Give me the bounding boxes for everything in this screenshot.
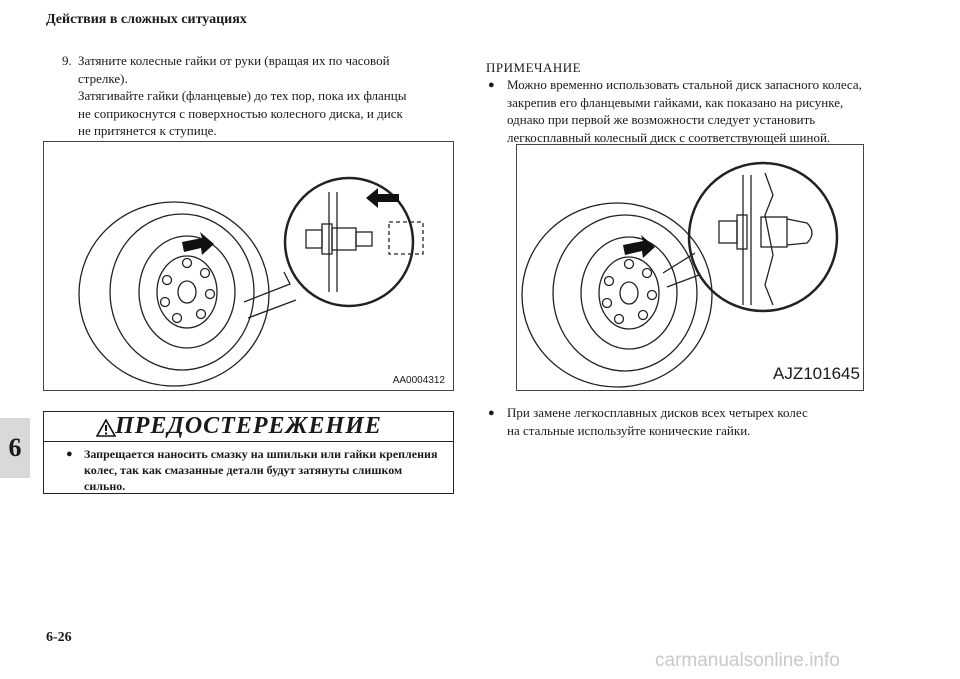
note-line: на стальные используйте конические гайки… [507, 422, 751, 438]
step-number: 9. [62, 53, 72, 68]
warning-line: Запрещается наносить смазку на шпильки и… [84, 447, 438, 461]
step-9: 9. Затяните колесные гайки от руки (вращ… [62, 52, 462, 140]
figure-wheel-flange-nut: AA0004312 [43, 141, 454, 391]
warning-box: ПРЕДОСТЕРЕЖЕНИЕ ● Запрещается наносить с… [43, 411, 454, 494]
warning-line: сильно. [84, 479, 126, 493]
step-line: не притянется к ступице. [78, 123, 217, 138]
note-item-1: ● Можно временно использовать стальной д… [488, 76, 917, 146]
bullet-icon: ● [488, 407, 495, 419]
warning-title: ПРЕДОСТЕРЕЖЕНИЕ [44, 412, 453, 442]
bullet-icon: ● [66, 448, 73, 460]
warning-triangle-icon [96, 419, 116, 437]
chapter-tab: 6 [0, 418, 30, 478]
step-line: Затяните колесные гайки от руки (вращая … [78, 53, 390, 68]
step-text: Затяните колесные гайки от руки (вращая … [78, 52, 462, 140]
note-line: Можно временно использовать стальной дис… [507, 77, 862, 92]
warning-line: колес, так как смазанные детали будут за… [84, 463, 403, 477]
page-number: 6-26 [46, 630, 72, 645]
note-line: При замене легкосплавных дисков всех чет… [507, 405, 808, 420]
step-line: стрелке). [78, 70, 128, 86]
note-line: однако при первой же возможности следует… [507, 112, 816, 127]
note-item-2: ● При замене легкосплавных дисков всех ч… [488, 404, 917, 439]
page-header: Действия в сложных ситуациях [46, 12, 247, 27]
note-title: ПРИМЕЧАНИЕ [486, 60, 582, 75]
wheel-illustration [78, 176, 424, 387]
step-line: не соприкоснутся с поверхностью колесног… [78, 105, 403, 121]
figure-spare-wheel-nut: AJZ101645 [516, 144, 864, 391]
spare-wheel-illustration [521, 161, 839, 388]
figure-code: AA0004312 [392, 375, 445, 386]
warning-text: ● Запрещается наносить смазку на шпильки… [66, 446, 444, 494]
note-line: легкосплавный колесный диск с соответств… [507, 129, 831, 145]
watermark: carmanualsonline.info [655, 650, 840, 671]
bullet-icon: ● [488, 79, 495, 91]
figure-code: AJZ101645 [773, 364, 860, 383]
step-line: Затягивайте гайки (фланцевые) до тех пор… [78, 88, 407, 103]
note-line: закрепив его фланцевыми гайками, как пок… [507, 94, 844, 110]
